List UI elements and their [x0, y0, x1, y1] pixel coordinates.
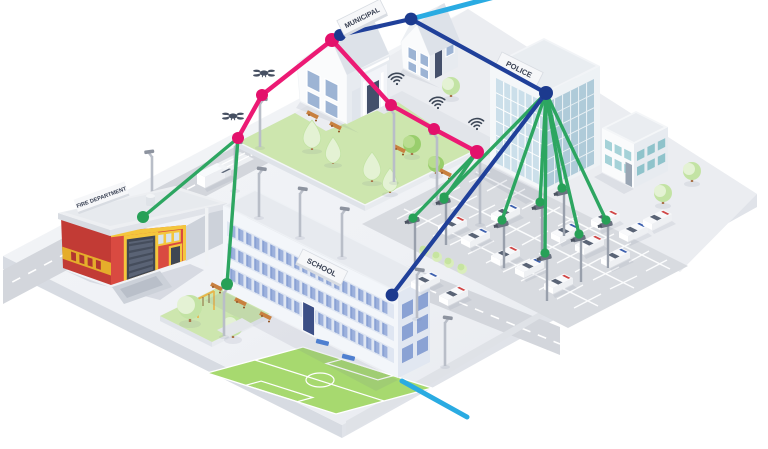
benches: [210, 110, 452, 323]
plaza-tree: [654, 184, 672, 209]
soccer-field: [204, 346, 435, 415]
central-park: [237, 100, 473, 211]
house-window-grid: [306, 68, 339, 120]
green-node-camera-8: [439, 194, 449, 204]
park-bench: [393, 144, 406, 156]
park-tree: [302, 119, 322, 155]
canopy-pillar: [205, 208, 209, 266]
plaza-tree: [683, 162, 701, 187]
park-tree: [403, 135, 421, 160]
pink-node-lamp-2: [256, 89, 268, 101]
park-tree: [324, 136, 342, 169]
green-node-camera-6: [601, 215, 611, 225]
park-lamp: [337, 206, 350, 260]
pink-node-lamp-1: [232, 132, 244, 144]
green-node-camera-9: [408, 213, 418, 223]
green-links: [141, 91, 608, 286]
blue-node-police: [539, 86, 553, 100]
parked-car: [461, 227, 494, 252]
park-lamp: [295, 186, 308, 240]
wifi-icon: [387, 72, 405, 86]
wifi-icon: [428, 96, 446, 110]
parked-car: [439, 285, 472, 310]
green-node-camera-2: [497, 215, 507, 225]
park-lamp: [254, 166, 267, 220]
road-lamp: [412, 267, 425, 321]
parked-car: [515, 257, 548, 282]
park-bench: [329, 121, 342, 133]
school-bench: [210, 282, 223, 294]
school-end-facade: [398, 277, 430, 378]
green-node-camera-4: [557, 183, 567, 193]
green-node-school-lamp: [221, 278, 233, 290]
green-node-fire-roof: [137, 211, 149, 223]
municipal-building-right: [400, 0, 460, 88]
road-lamp: [440, 315, 453, 369]
pink-node-lamp-3: [385, 99, 397, 111]
pink-node-park-corner: [470, 145, 484, 159]
field-markings: [204, 346, 435, 415]
park-lawn: [238, 102, 472, 205]
plaza-walkway: [384, 91, 507, 156]
parked-car: [643, 209, 676, 234]
parked-car: [575, 234, 608, 259]
plaza-tree: [442, 77, 460, 102]
small-office-building: [594, 111, 668, 194]
wireless-icons: [222, 69, 485, 131]
delivery-truck: [197, 163, 236, 192]
parked-car: [619, 221, 652, 246]
green-node-camera-7: [540, 248, 550, 258]
picnic-tables: [315, 338, 356, 361]
park-bench: [306, 110, 319, 122]
parked-car: [544, 273, 577, 298]
blue-node-municipal-roof: [404, 12, 418, 26]
pink-node-lamp-4: [428, 123, 440, 135]
green-node-camera-3: [535, 197, 545, 207]
school-bench: [259, 311, 272, 323]
blue-node-school: [385, 288, 399, 302]
drone-icon: [253, 69, 275, 78]
lamp-pad: [217, 318, 254, 337]
pink-links: [235, 37, 480, 155]
school-building: SCHOOL: [205, 189, 430, 391]
roof-vent: [146, 196, 155, 206]
green-node-camera-5: [574, 229, 584, 239]
wifi-icon: [468, 117, 485, 131]
cyan-links: [399, 0, 493, 420]
network-nodes: [137, 12, 611, 302]
network-links: [141, 0, 608, 420]
school-bench: [234, 297, 247, 309]
drone-icon: [222, 112, 244, 121]
park-tree: [362, 151, 382, 187]
playground-tree: [177, 295, 202, 328]
